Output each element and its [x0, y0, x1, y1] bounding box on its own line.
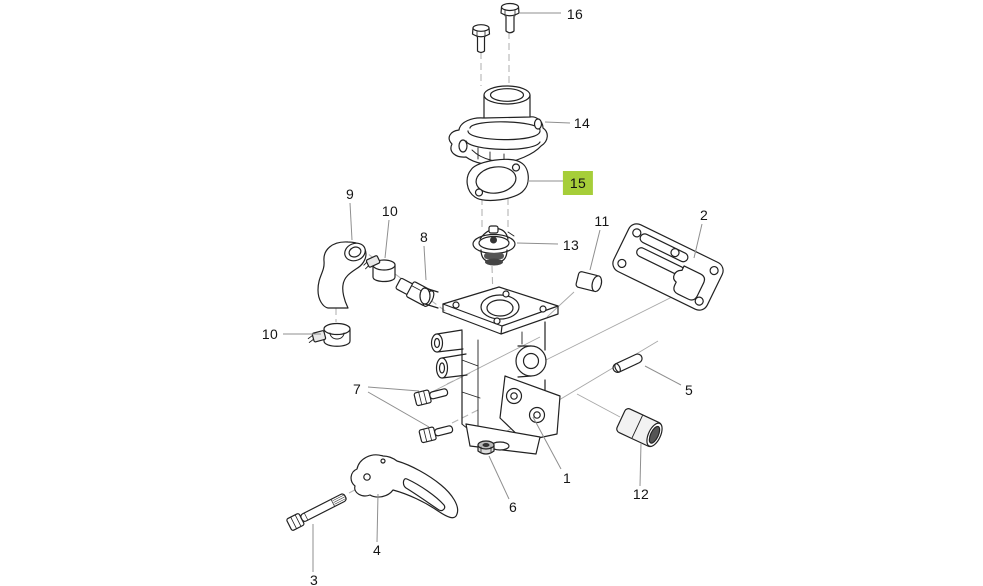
- part-5-pin-art: [612, 353, 643, 373]
- callout-13[interactable]: 13: [562, 237, 580, 253]
- leader-lines: [283, 12, 703, 572]
- callout-12[interactable]: 12: [632, 486, 650, 502]
- callout-10-lower[interactable]: 10: [261, 326, 279, 342]
- callout-14[interactable]: 14: [573, 115, 591, 131]
- part-14-cover-art: [448, 85, 548, 166]
- callout-7[interactable]: 7: [352, 381, 362, 397]
- part-11-plug-art: [575, 271, 603, 293]
- part-3-bolt-art: [286, 493, 347, 531]
- callout-8[interactable]: 8: [419, 229, 429, 245]
- part-9-hose-art: [317, 241, 367, 309]
- part-7-bolt-a-art: [413, 388, 449, 407]
- part-10-clamp-upper-art: [363, 255, 396, 283]
- callout-3[interactable]: 3: [309, 572, 319, 586]
- part-1-housing-art: [419, 286, 561, 455]
- callout-2[interactable]: 2: [699, 207, 709, 223]
- part-10-clamp-lower-art: [307, 322, 351, 347]
- part-4-lever-art: [350, 454, 459, 519]
- callout-15-highlighted[interactable]: 15: [562, 171, 594, 195]
- part-6-nut-art: [477, 440, 495, 455]
- callout-11[interactable]: 11: [594, 213, 610, 229]
- part-16-bolt2-art: [471, 24, 491, 54]
- part-15-gasket-art: [466, 158, 529, 202]
- callout-4[interactable]: 4: [372, 542, 382, 558]
- callout-9[interactable]: 9: [345, 186, 355, 202]
- part-12-fitting-art: [616, 408, 663, 448]
- part-2-gasket-art: [612, 223, 724, 311]
- part-13-thermostat-art: [472, 225, 516, 266]
- part-7-bolt-b-art: [418, 425, 454, 444]
- callout-6[interactable]: 6: [508, 499, 518, 515]
- callout-16[interactable]: 16: [566, 6, 584, 22]
- callout-1[interactable]: 1: [562, 470, 572, 486]
- part-16-bolt-art: [500, 2, 520, 34]
- callout-10-upper[interactable]: 10: [381, 203, 399, 219]
- callout-5[interactable]: 5: [684, 382, 694, 398]
